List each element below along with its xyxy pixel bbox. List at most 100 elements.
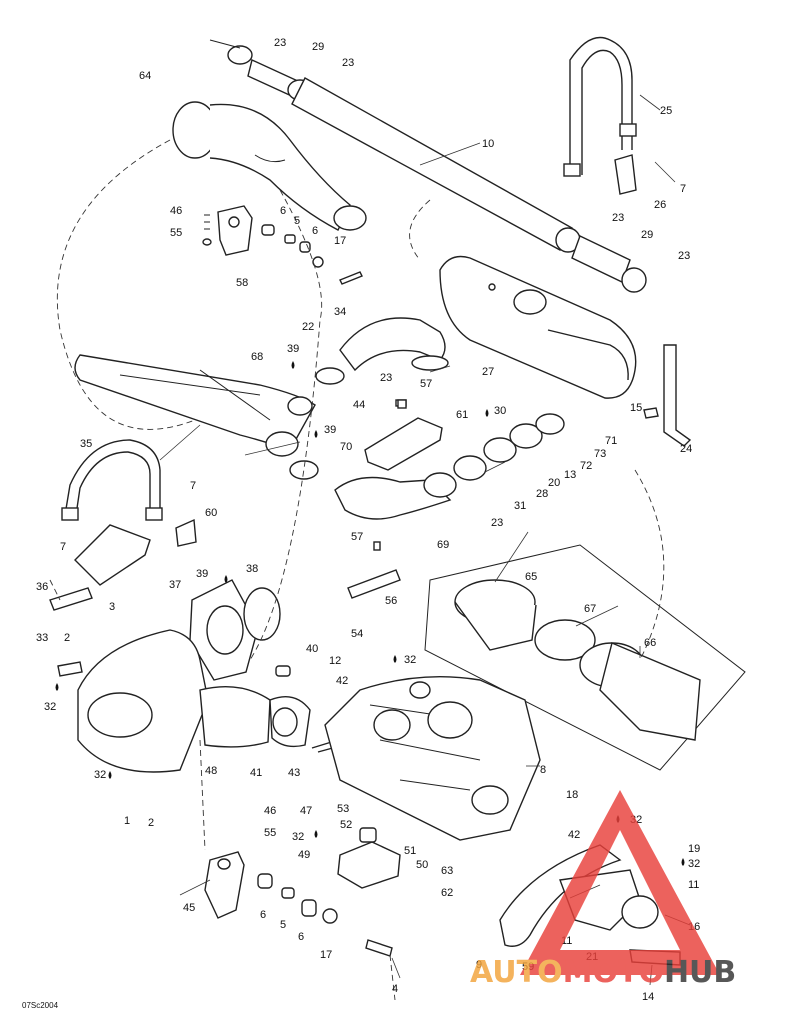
watermark-triangle-icon xyxy=(520,790,720,975)
callout-23: 23 xyxy=(612,212,624,224)
callout-17: 17 xyxy=(334,235,346,247)
muffler-27 xyxy=(439,255,637,399)
watermark-logo: AUTOMOTOHUB xyxy=(470,790,736,990)
callout-28: 28 xyxy=(536,488,548,500)
callout-24: 24 xyxy=(680,443,692,455)
callout-4: 4 xyxy=(392,983,398,995)
tuned-pipe-68 xyxy=(74,354,319,480)
callout-60: 60 xyxy=(205,507,217,519)
callout-55: 55 xyxy=(170,227,182,239)
callout-43: 43 xyxy=(288,767,300,779)
drop-icon xyxy=(291,361,295,369)
callout-31: 31 xyxy=(514,500,526,512)
callout-6: 6 xyxy=(312,225,318,237)
watermark-text-hub: HUB xyxy=(664,955,736,990)
callout-10: 10 xyxy=(482,138,494,150)
callout-19: 19 xyxy=(688,843,700,855)
callout-56: 56 xyxy=(385,595,397,607)
callout-12: 12 xyxy=(329,655,341,667)
bracket-24 xyxy=(643,344,692,447)
callout-37: 37 xyxy=(169,579,181,591)
callout-33: 33 xyxy=(36,632,48,644)
callout-42: 42 xyxy=(568,829,580,841)
hose-69 xyxy=(334,413,565,520)
callout-44: 44 xyxy=(353,399,365,411)
callout-9: 9 xyxy=(476,959,482,971)
callout-11: 11 xyxy=(561,935,572,947)
callout-14: 14 xyxy=(642,991,654,1003)
callout-32: 32 xyxy=(404,654,416,666)
drop-icon xyxy=(485,409,489,417)
callout-20: 20 xyxy=(548,477,560,489)
callout-46: 46 xyxy=(170,205,182,217)
callout-41: 41 xyxy=(250,767,262,779)
callout-36: 36 xyxy=(36,581,48,593)
dashed-link-d xyxy=(634,469,665,661)
callout-53: 53 xyxy=(337,803,349,815)
callout-48: 48 xyxy=(205,765,217,777)
callout-29: 29 xyxy=(641,229,653,241)
callout-23: 23 xyxy=(274,37,286,49)
strap-35 xyxy=(61,439,163,521)
callout-5: 5 xyxy=(280,919,286,931)
dashed-link-b xyxy=(249,189,323,661)
callout-61: 61 xyxy=(456,409,468,421)
callout-23: 23 xyxy=(342,57,354,69)
callout-15: 15 xyxy=(630,402,642,414)
drop-icon xyxy=(314,830,318,838)
callout-68: 68 xyxy=(251,351,263,363)
strap-25 xyxy=(563,36,637,195)
callout-55: 55 xyxy=(264,827,276,839)
callout-67: 67 xyxy=(584,603,596,615)
upper-tube-assembly xyxy=(209,39,647,293)
callout-32: 32 xyxy=(292,831,304,843)
manifold-48 xyxy=(199,665,341,753)
callout-71: 71 xyxy=(605,435,617,447)
callout-32: 32 xyxy=(94,769,106,781)
engine-block-8 xyxy=(324,675,541,841)
callout-69: 69 xyxy=(437,539,449,551)
elbow-64 xyxy=(172,101,367,231)
part-drawings xyxy=(49,36,746,1001)
callout-57: 57 xyxy=(351,531,363,543)
callout-40: 40 xyxy=(306,643,318,655)
diagram-code: 07Sc2004 xyxy=(22,1001,59,1010)
callout-7: 7 xyxy=(190,480,196,492)
callout-23: 23 xyxy=(380,372,392,384)
leader-lines xyxy=(159,94,691,986)
callout-39: 39 xyxy=(287,343,299,355)
callout-2: 2 xyxy=(148,817,154,829)
callout-11: 11 xyxy=(688,879,699,891)
airbox-assembly xyxy=(424,544,746,771)
callout-32: 32 xyxy=(44,701,56,713)
bracket-58 xyxy=(202,205,363,285)
flange-37 xyxy=(189,579,281,681)
callout-66: 66 xyxy=(644,637,656,649)
callout-29: 29 xyxy=(312,41,324,53)
oil-drop-markers xyxy=(55,361,685,866)
callout-47: 47 xyxy=(300,805,312,817)
callout-6: 6 xyxy=(298,931,304,943)
plate-56 xyxy=(347,541,401,599)
callout-73: 73 xyxy=(594,448,606,460)
callout-18: 18 xyxy=(566,789,578,801)
callout-23: 23 xyxy=(491,517,503,529)
callout-3: 3 xyxy=(109,601,115,613)
callout-50: 50 xyxy=(416,859,428,871)
callout-7: 7 xyxy=(60,541,66,553)
callout-13: 13 xyxy=(564,469,576,481)
callout-46: 46 xyxy=(264,805,276,817)
callout-39: 39 xyxy=(324,424,336,436)
engine-mount-51 xyxy=(337,827,401,889)
callout-30: 30 xyxy=(494,405,506,417)
callout-27: 27 xyxy=(482,366,494,378)
callout-64: 64 xyxy=(139,70,151,82)
hose-22 xyxy=(315,317,449,407)
drop-icon xyxy=(393,655,397,663)
callout-6: 6 xyxy=(280,205,286,217)
callout-34: 34 xyxy=(334,306,346,318)
dashed-link-f xyxy=(389,954,396,1001)
callout-5: 5 xyxy=(294,215,300,227)
